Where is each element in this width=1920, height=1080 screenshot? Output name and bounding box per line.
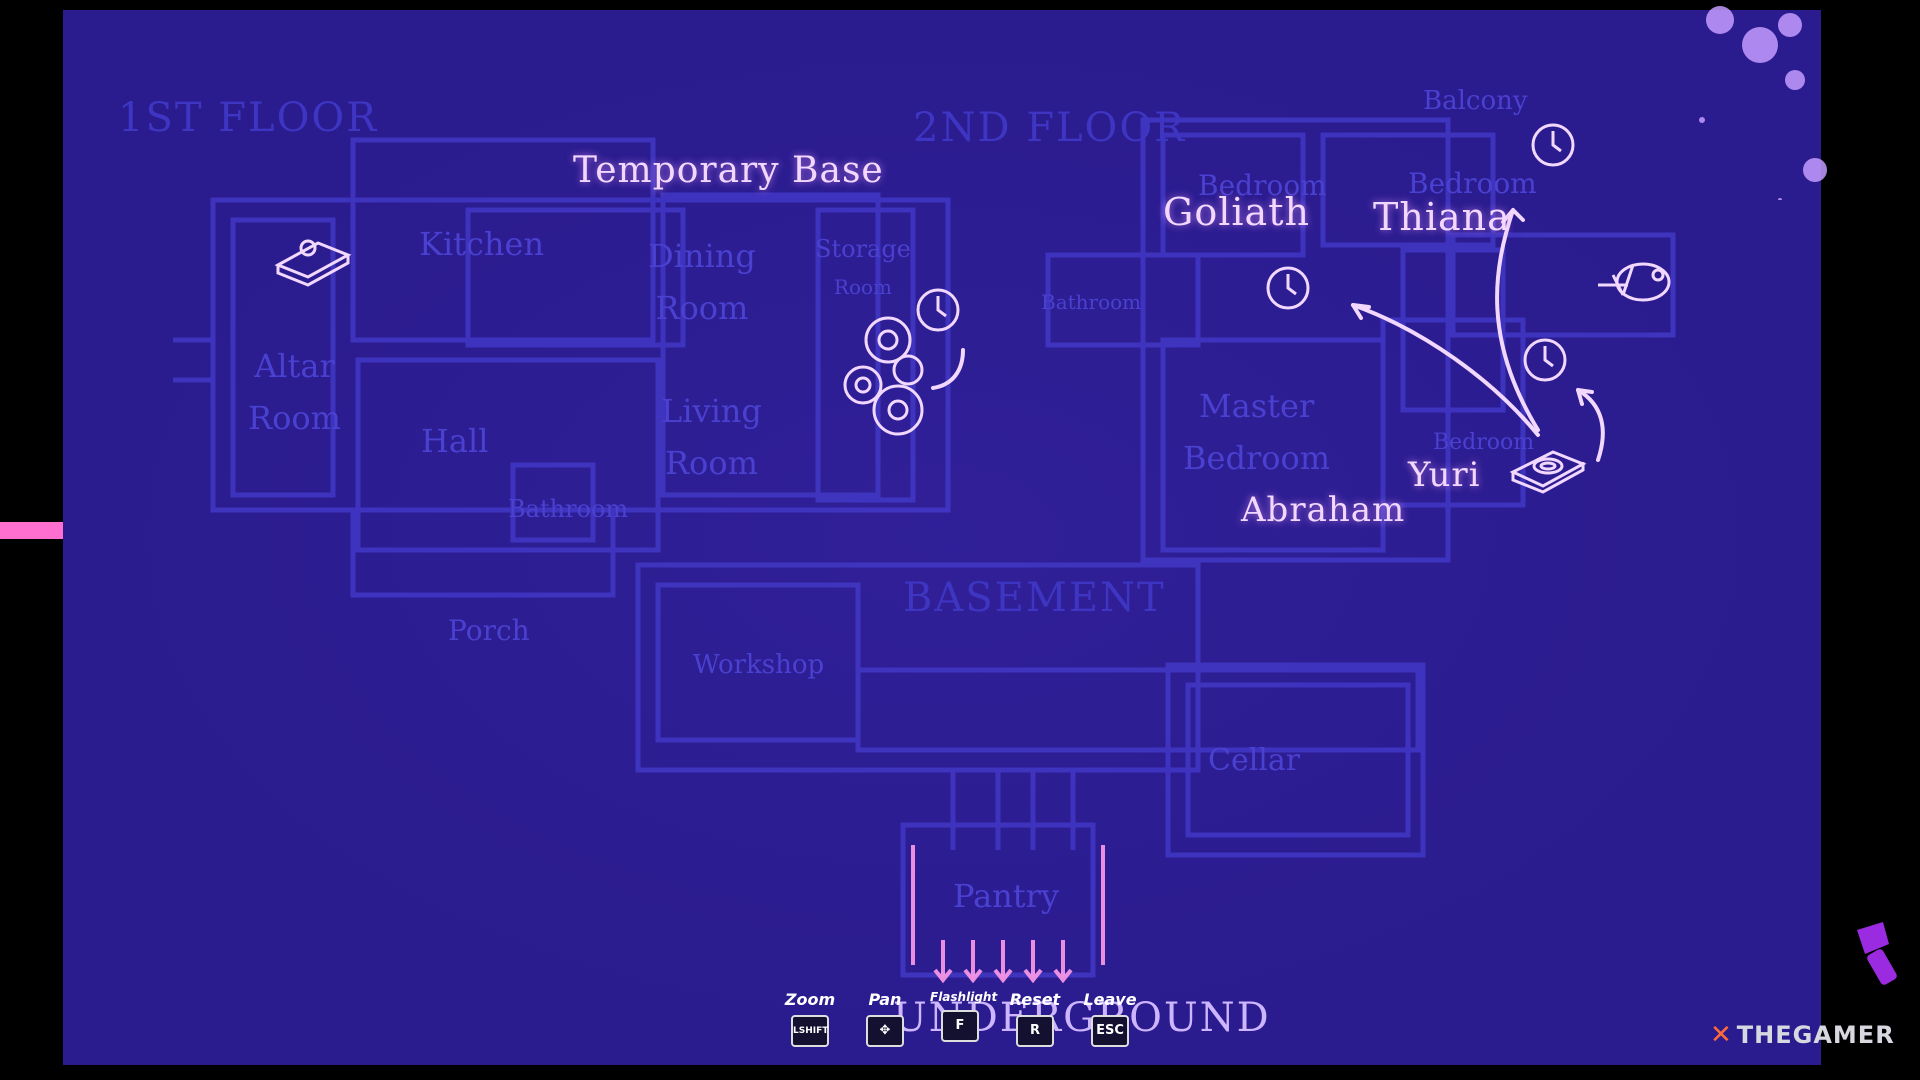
room-kitchen: Kitchen [419,225,545,263]
room-bedroom-thiana: Bedroom [1408,167,1537,200]
floorplan-walls [173,117,1676,984]
clock-icon-storage [916,288,960,332]
map-icons [274,123,1671,494]
key-esc: ESC [1091,1015,1129,1047]
hud-reset[interactable]: Reset R [1005,990,1065,1047]
clock-icon-goliath [1266,266,1310,310]
room-pantry: Pantry [953,877,1060,915]
room-bedroom-goliath: Bedroom [1198,169,1327,202]
thegamer-logo-icon: ✕ [1710,1020,1733,1050]
room-bathroom-1st: Bathroom [508,495,629,523]
room-porch: Porch [448,614,530,647]
room-cellar: Cellar [1208,743,1301,778]
marker-thiana[interactable]: Thiana [1373,195,1511,239]
watermark-logo: ✕THEGAMER [1710,1020,1895,1050]
room-hall: Hall [421,422,489,460]
altar-book-icon [274,239,352,287]
room-balcony: Balcony [1423,86,1528,116]
house-map[interactable]: 1ST FLOOR 2ND FLOOR BASEMENT UNDERGROUND… [63,10,1821,1065]
key-r: R [1016,1015,1054,1047]
marker-abraham[interactable]: Abraham [1241,490,1406,530]
marker-temporary-base[interactable]: Temporary Base [573,150,884,191]
marker-yuri[interactable]: Yuri [1408,455,1481,495]
hud-flashlight[interactable]: Flashlight F [930,990,997,1042]
room-bedroom-yuri: Bedroom [1433,430,1535,455]
floor-label-basement: BASEMENT [903,575,1166,621]
key-lshift: LSHIFT [791,1015,829,1047]
hud-leave[interactable]: Leave ESC [1080,990,1140,1047]
floor-label-2nd: 2ND FLOOR [913,105,1187,151]
hud-zoom[interactable]: Zoom LSHIFT [780,990,840,1047]
key-mouse: ✥ [866,1015,904,1047]
side-indicator-bar [0,522,63,539]
flashlight-icon [1857,922,1897,985]
gears-icon [843,316,924,436]
clock-icon-balcony [1531,123,1575,167]
key-f: F [941,1010,979,1042]
marker-goliath[interactable]: Goliath [1163,190,1310,234]
clock-icon-yuri [1523,338,1567,382]
room-workshop: Workshop [693,650,825,680]
floor-label-1st: 1ST FLOOR [118,95,379,141]
creature-icon [1598,262,1671,302]
hud-pan[interactable]: Pan ✥ [855,990,915,1047]
ink-splatter-icon [1699,6,1827,200]
room-bathroom-2nd: Bathroom [1041,290,1142,314]
yuri-book-icon [1509,450,1587,494]
